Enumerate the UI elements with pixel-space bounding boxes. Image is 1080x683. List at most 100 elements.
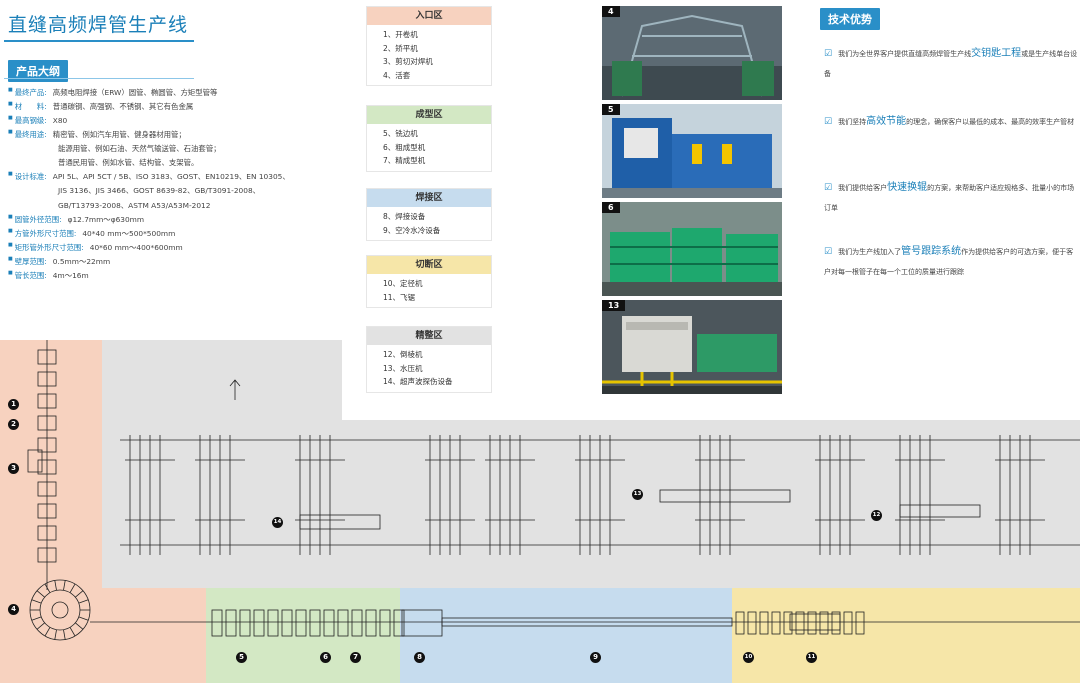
zone-bg-entry-bottom <box>102 588 206 683</box>
spec-key: 圆管外径范围: <box>14 214 62 224</box>
spec-row: GB/T13793-2008、ASTM A53/A53M-2012 <box>8 199 338 213</box>
tech-text: 我们坚持 <box>838 118 867 126</box>
forming-stand <box>337 609 349 637</box>
tech-text: 或是生产线单台设备 <box>824 50 1078 78</box>
layout-number-marker: 2 <box>8 419 19 430</box>
spec-row: ■矩形管外形尺寸范围:40*60 mm～400*600mm <box>8 241 338 255</box>
accumulator-ring <box>51 601 69 619</box>
bullet-icon: ■ <box>8 227 13 234</box>
bullet-icon: ■ <box>8 129 13 136</box>
spec-value: 40*60 mm～400*600mm <box>89 242 183 252</box>
layout-number-marker: 5 <box>236 652 247 663</box>
spec-row: ■材 料:普通碳钢、高强钢、不锈钢、其它有色金属 <box>8 100 338 114</box>
forming-stand <box>379 609 391 637</box>
spec-value: 精密管、例如汽车用管、健身器材用管； <box>52 130 186 140</box>
spec-key: 矩形管外形尺寸范围: <box>14 242 84 252</box>
tech-item: ☑我们为生产线加入了管号跟踪系统作为提供给客户的可选方案，便于客户对每一根管子在… <box>824 240 1078 281</box>
spec-row: ■最高钢级: X80 <box>8 114 338 128</box>
entry-machine <box>27 449 43 473</box>
entry-machine <box>37 547 57 563</box>
check-icon: ☑ <box>824 49 833 59</box>
entry-machine <box>37 437 57 453</box>
zone-item: 1、开卷机 <box>383 30 418 39</box>
layout-number-marker: 7 <box>350 652 361 663</box>
outline-divider <box>4 78 194 79</box>
zone-item: 5、铣边机 <box>383 129 418 138</box>
spec-row: ■管长范围:4m～16m <box>8 269 338 283</box>
zone-item: 10、定径机 <box>383 279 423 288</box>
machine-photo: 6 <box>602 202 782 296</box>
spec-value: 4m～16m <box>52 270 89 280</box>
tech-text: 的方案，来帮助客户适应规格多、批量小的市场订单 <box>824 184 1075 212</box>
spec-value: 40*40 mm～500*500mm <box>82 228 176 238</box>
zone-item: 8、焊接设备 <box>383 212 426 221</box>
spec-value: φ12.7mm～φ630mm <box>67 214 145 224</box>
forming-stand <box>393 609 405 637</box>
zone-bg-forming <box>206 588 400 683</box>
zone-item: 7、精成型机 <box>383 156 426 165</box>
zone-header: 切断区 <box>367 256 491 274</box>
layout-number-marker: 14 <box>272 517 283 528</box>
accumulator-spoke <box>63 580 66 591</box>
bullet-icon: ■ <box>8 171 13 178</box>
spec-value: X80 <box>52 116 68 126</box>
check-icon: ☑ <box>824 247 833 257</box>
forming-stand <box>239 609 251 637</box>
tech-highlight: 高效节能 <box>866 116 907 127</box>
bullet-icon: ■ <box>8 269 13 276</box>
spec-value: 0.5mm～22mm <box>52 256 111 266</box>
flying-saw <box>789 613 841 631</box>
forming-stand <box>253 609 265 637</box>
layout-number-marker: 11 <box>806 652 817 663</box>
spec-value: JIS 3136、JIS 3466、GOST 8639-82、GB/T3091-… <box>58 186 261 196</box>
spec-row: ■最终产品:高频电阻焊接（ERW）圆管、椭圆管、方矩型管等 <box>8 86 338 100</box>
sizing-stand <box>771 611 781 635</box>
spec-row: 普通民用管、例如水管、结构管、支架管。 <box>8 156 338 170</box>
layout-number-marker: 6 <box>320 652 331 663</box>
spec-key: 方管外形尺寸范围: <box>14 228 77 238</box>
sizing-stand <box>855 611 865 635</box>
tech-text: 我们为生产线加入了 <box>838 248 902 256</box>
spec-list: ■最终产品:高频电阻焊接（ERW）圆管、椭圆管、方矩型管等■材 料:普通碳钢、高… <box>8 86 338 283</box>
hydrotester <box>659 489 791 503</box>
sizing-stand <box>807 611 817 635</box>
spec-key: 最高钢级: <box>14 116 47 126</box>
zone-header: 入口区 <box>367 7 491 25</box>
tech-item: ☑我们提供给客户快速换辊的方案，来帮助客户适应规格多、批量小的市场订单 <box>824 176 1078 217</box>
layout-number-marker: 4 <box>8 604 19 615</box>
spec-key: 最终用途: <box>14 130 47 140</box>
forming-stand <box>211 609 223 637</box>
bullet-icon: ■ <box>8 213 13 220</box>
tech-highlight: 快速换辊 <box>887 182 928 193</box>
bullet-icon: ■ <box>8 101 13 108</box>
spec-row: ■圆管外径范围: φ12.7mm～φ630mm <box>8 213 338 227</box>
zone-bg-finishing <box>102 420 1080 588</box>
zone-item: 2、矫平机 <box>383 43 418 53</box>
zone-header: 精整区 <box>367 327 491 345</box>
accumulator-spoke <box>31 599 42 604</box>
bullet-icon: ■ <box>8 255 13 262</box>
bullet-icon: ■ <box>8 87 13 93</box>
photo-number: 6 <box>602 202 620 213</box>
sizing-stand <box>819 611 829 635</box>
chamfer-machine <box>899 504 981 518</box>
forming-stand <box>351 609 363 637</box>
entry-machine <box>37 459 57 475</box>
layout-number-marker: 1 <box>8 399 19 410</box>
bullet-icon: ■ <box>8 115 13 122</box>
tech-highlight: 交钥匙工程 <box>971 48 1022 59</box>
forming-stand <box>365 609 377 637</box>
forming-stand <box>267 609 279 637</box>
ultrasonic-tester <box>299 514 381 530</box>
forming-stand <box>281 609 293 637</box>
sizing-stand <box>843 611 853 635</box>
sizing-stand <box>747 611 757 635</box>
accumulator-spoke <box>63 629 66 640</box>
zone-item: 4、活套 <box>383 70 411 80</box>
forming-stand <box>309 609 321 637</box>
tech-tag: 技术优势 <box>820 8 880 30</box>
accumulator-spoke <box>75 590 84 598</box>
